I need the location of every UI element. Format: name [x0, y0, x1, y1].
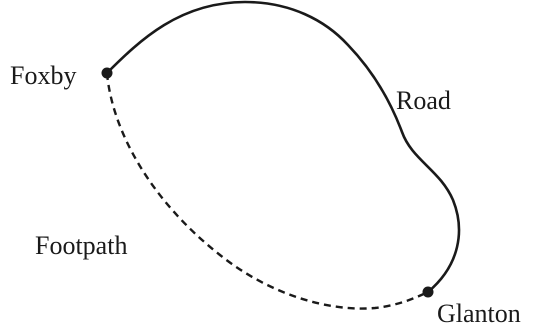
- glanton-marker: [422, 286, 434, 298]
- footpath-label: Footpath: [35, 231, 127, 260]
- footpath-path: [105, 72, 429, 310]
- foxby-label: Foxby: [10, 61, 76, 90]
- foxby-marker: [101, 67, 113, 79]
- road-path: [105, 0, 461, 294]
- glanton-label: Glanton: [437, 299, 521, 328]
- road-label: Road: [396, 86, 451, 115]
